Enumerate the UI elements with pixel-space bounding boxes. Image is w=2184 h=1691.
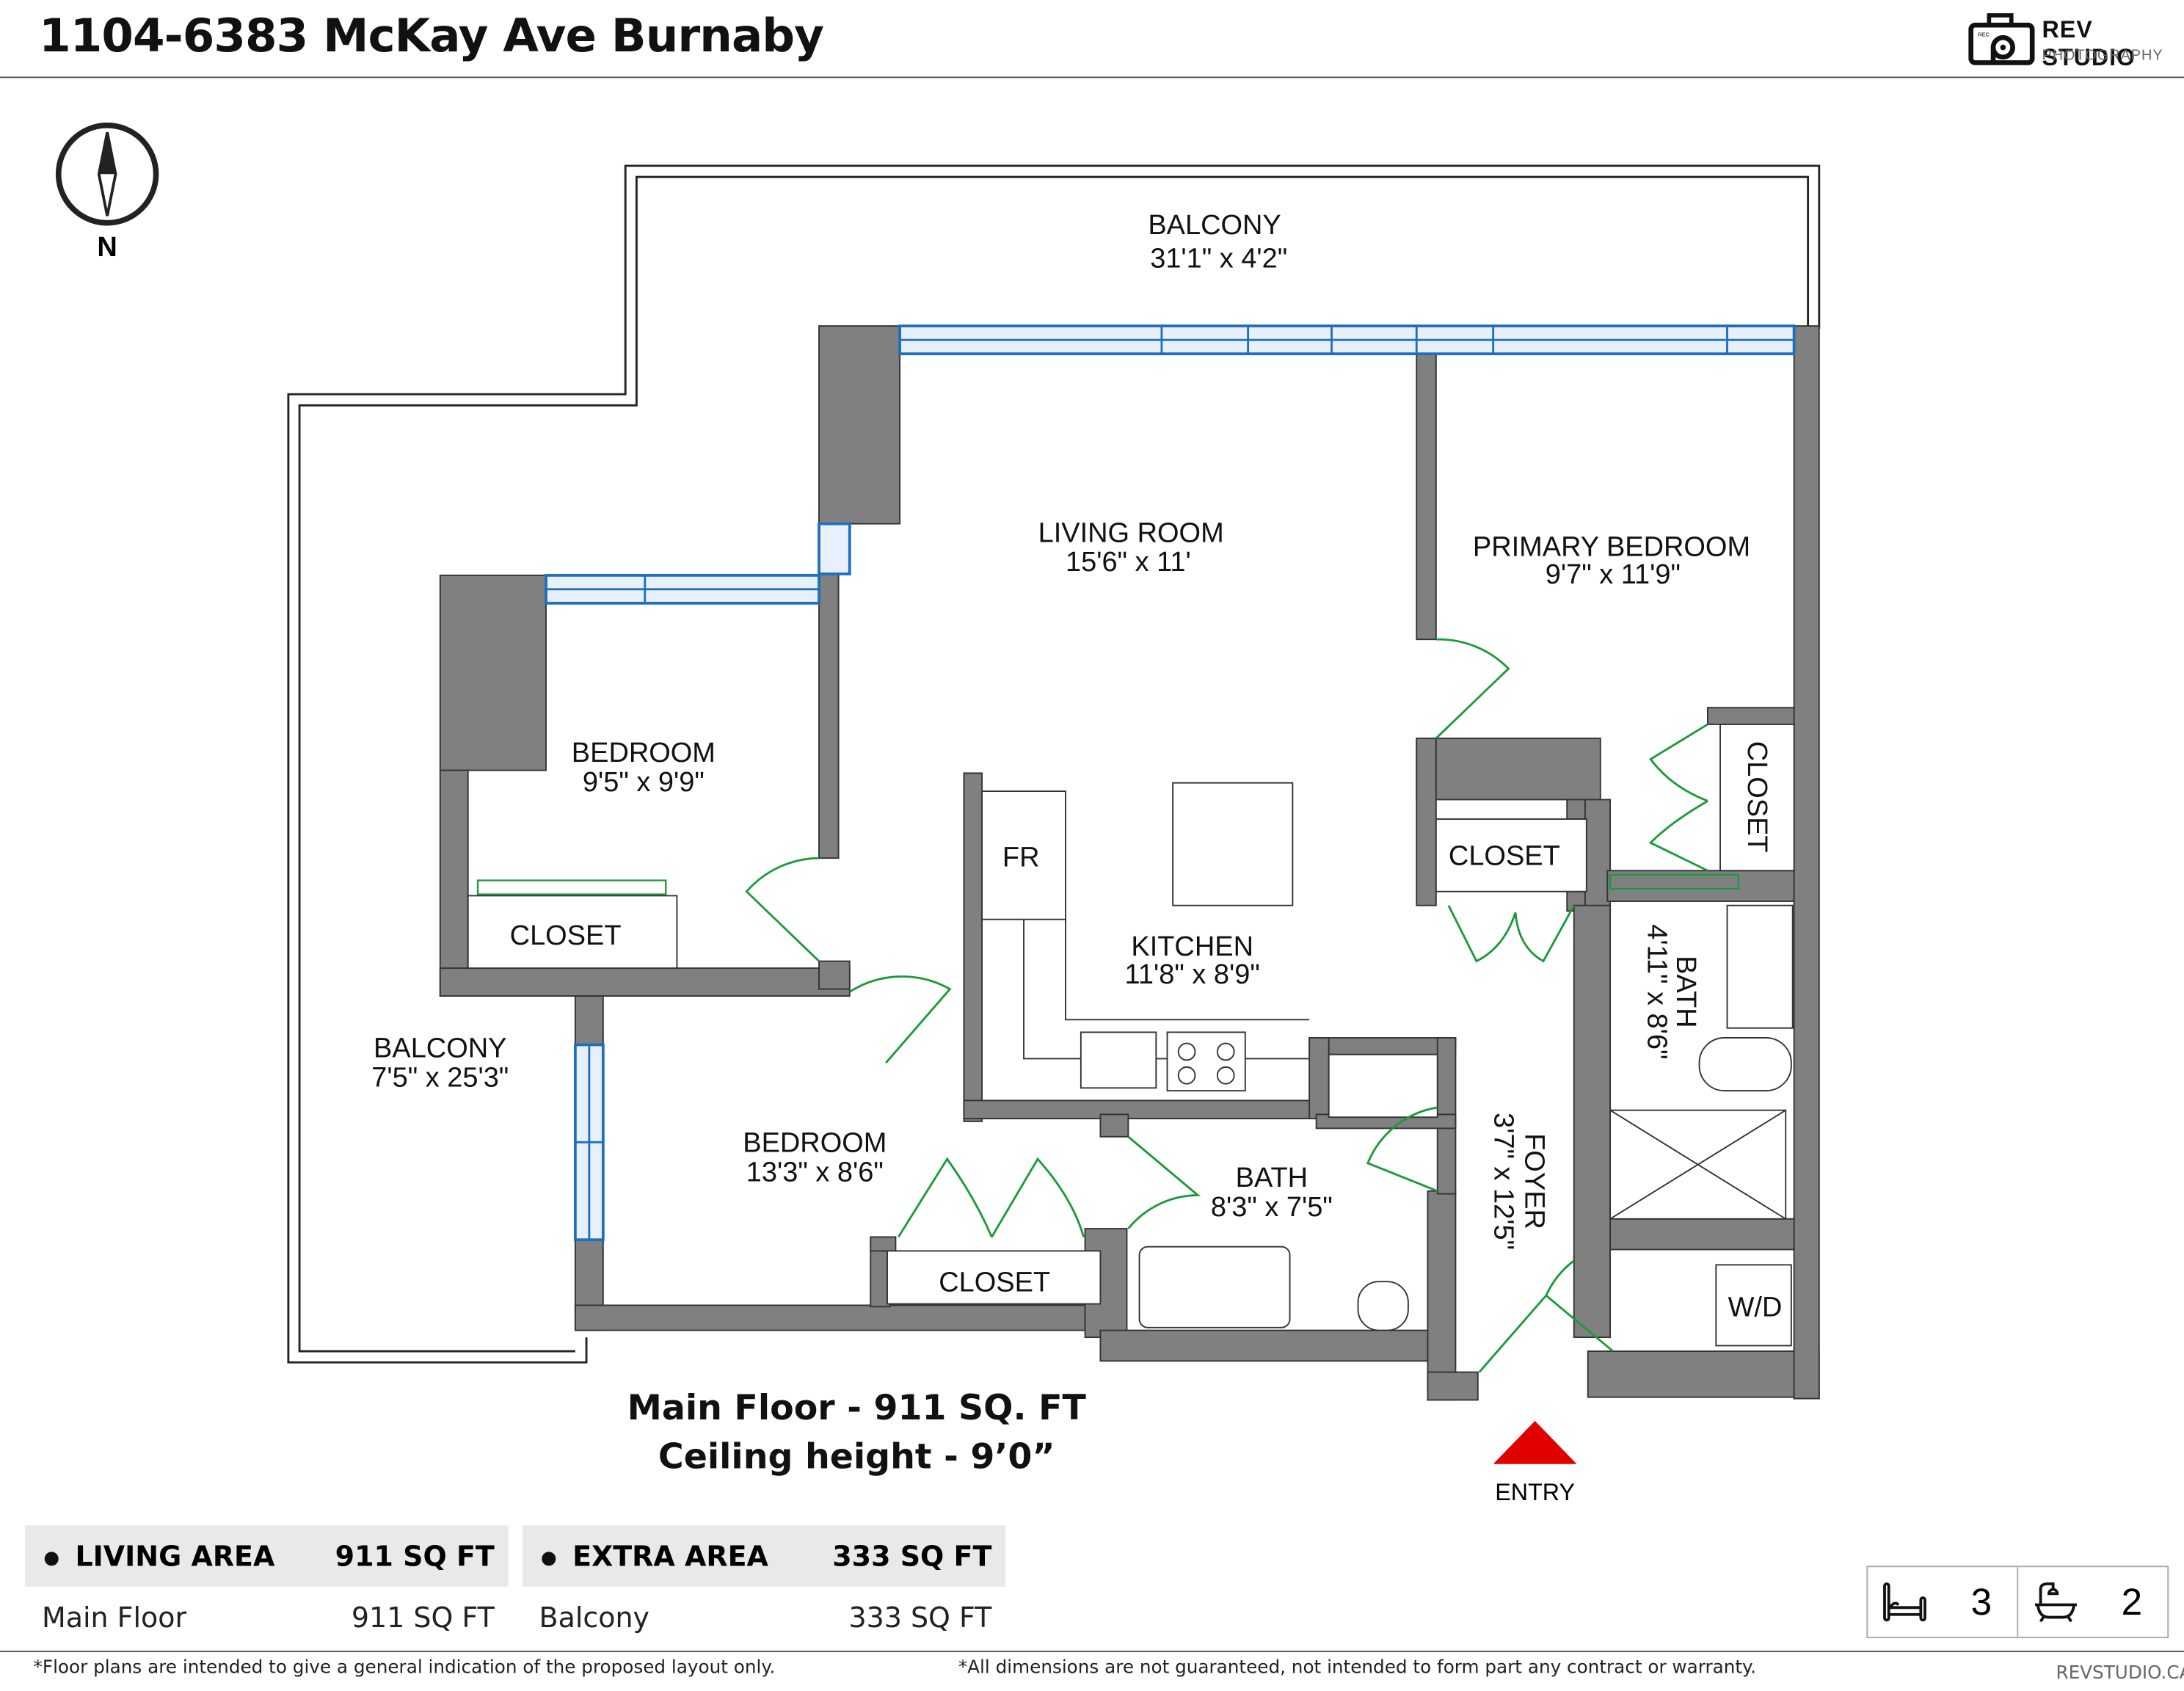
- doors: [476, 638, 1739, 1373]
- ensuite-vanity: [1726, 904, 1794, 1029]
- rev-studio-logo: REC REV STUDIO PHOTOGRAPHY: [1967, 11, 2176, 71]
- bathtub-icon: [2034, 1582, 2077, 1623]
- floor-summary: Main Floor - 911 SQ. FT Ceiling height -…: [557, 1383, 1156, 1481]
- bathtub: [1138, 1245, 1291, 1328]
- area-header: EXTRA AREA: [572, 1539, 768, 1573]
- vanity: [1328, 1053, 1438, 1119]
- room-dim: 13'3" x 8'6": [746, 1157, 884, 1188]
- area-header: LIVING AREA: [75, 1539, 275, 1573]
- room-dim: 15'6" x 11': [1066, 547, 1191, 578]
- entry-arrow-icon: [1493, 1420, 1577, 1464]
- bullet-icon: [44, 1551, 59, 1565]
- room-dim: 11'8" x 8'9": [1125, 959, 1260, 990]
- camera-icon: REC: [1968, 13, 2035, 65]
- page-title: 1104-6383 McKay Ave Burnaby: [39, 8, 824, 63]
- room-dim: 7'5" x 25'3": [371, 1062, 509, 1093]
- svg-text:N: N: [97, 232, 117, 263]
- disclaimer-left: *Floor plans are intended to give a gene…: [33, 1657, 776, 1679]
- balcony-outline: [287, 164, 1821, 1364]
- extra-area-table: EXTRA AREA 333 SQ FT Balcony 333 SQ FT: [522, 1525, 1006, 1648]
- kitchen-island: [1172, 782, 1294, 906]
- bathroom-count: 2: [2121, 1580, 2143, 1623]
- room-dim: 3'7" x 12'5": [1488, 1113, 1519, 1250]
- compass-icon: N: [55, 123, 159, 263]
- room-dim: 9'7" x 11'9": [1546, 559, 1681, 590]
- room-dim: 31'1" x 4'2": [1150, 243, 1287, 274]
- logo-subtitle: PHOTOGRAPHY: [2042, 47, 2163, 65]
- footer-divider: [0, 1651, 2184, 1653]
- room-counts: 3 2: [1866, 1565, 2169, 1639]
- closet-box: [1435, 818, 1587, 892]
- room-name: KITCHEN: [1131, 931, 1253, 962]
- room-name: FOYER: [1518, 1133, 1549, 1229]
- disclaimer-right: *All dimensions are not guaranteed, not …: [958, 1657, 1756, 1679]
- closet-label: CLOSET: [1741, 741, 1772, 853]
- kitchen-sink: [1080, 1031, 1157, 1089]
- area-header-value: 333 SQ FT: [832, 1539, 992, 1573]
- ceiling-height-line: Ceiling height - 9’0”: [658, 1436, 1055, 1477]
- room-dim: 8'3" x 7'5": [1211, 1192, 1333, 1223]
- cooktop: [1166, 1031, 1246, 1092]
- washer-dryer-label: W/D: [1728, 1292, 1783, 1323]
- living-area-table: LIVING AREA 911 SQ FT Main Floor 911 SQ FT: [25, 1525, 509, 1648]
- room-dim: 9'5" x 9'9": [583, 767, 705, 798]
- closet-box: [1719, 724, 1795, 872]
- area-row-value: 333 SQ FT: [848, 1600, 992, 1634]
- room-name: BATH: [1670, 956, 1701, 1028]
- room-name: PRIMARY BEDROOM: [1473, 531, 1750, 562]
- ensuite-toilet: [1698, 1037, 1792, 1092]
- room-name: BALCONY: [374, 1033, 506, 1064]
- fridge: [981, 790, 1066, 920]
- closet-label: CLOSET: [939, 1267, 1050, 1298]
- closet-box: [467, 895, 678, 970]
- room-name: BALCONY: [1148, 210, 1281, 241]
- area-row-label: Main Floor: [41, 1600, 187, 1634]
- fridge-label: FR: [1002, 843, 1040, 873]
- walls: [439, 325, 1820, 1401]
- room-name: BEDROOM: [572, 738, 716, 768]
- closet-label: CLOSET: [1449, 841, 1560, 872]
- closet-label: CLOSET: [510, 920, 622, 951]
- bed-icon: [1883, 1582, 1926, 1622]
- room-name: BEDROOM: [743, 1128, 887, 1159]
- closet-box: [887, 1250, 1102, 1305]
- area-row-label: Balcony: [539, 1600, 650, 1634]
- logo-brand: REV STUDIO: [2042, 16, 2136, 71]
- svg-text:REC: REC: [1978, 31, 1990, 37]
- bullet-icon: [542, 1551, 556, 1565]
- toilet: [1357, 1281, 1409, 1331]
- header-divider: [0, 76, 2184, 79]
- area-row-value: 911 SQ FT: [351, 1600, 495, 1634]
- entry-label: ENTRY: [1495, 1479, 1575, 1506]
- room-name: LIVING ROOM: [1038, 517, 1224, 548]
- room-name: BATH: [1236, 1163, 1308, 1193]
- washer-dryer: [1715, 1264, 1792, 1347]
- bedroom-count: 3: [1970, 1580, 1992, 1623]
- area-header-value: 911 SQ FT: [335, 1539, 495, 1573]
- website-link[interactable]: REVSTUDIO.CA: [2056, 1663, 2184, 1684]
- floor-area-line: Main Floor - 911 SQ. FT: [627, 1387, 1086, 1428]
- room-dim: 4'11" x 8'6": [1641, 924, 1672, 1059]
